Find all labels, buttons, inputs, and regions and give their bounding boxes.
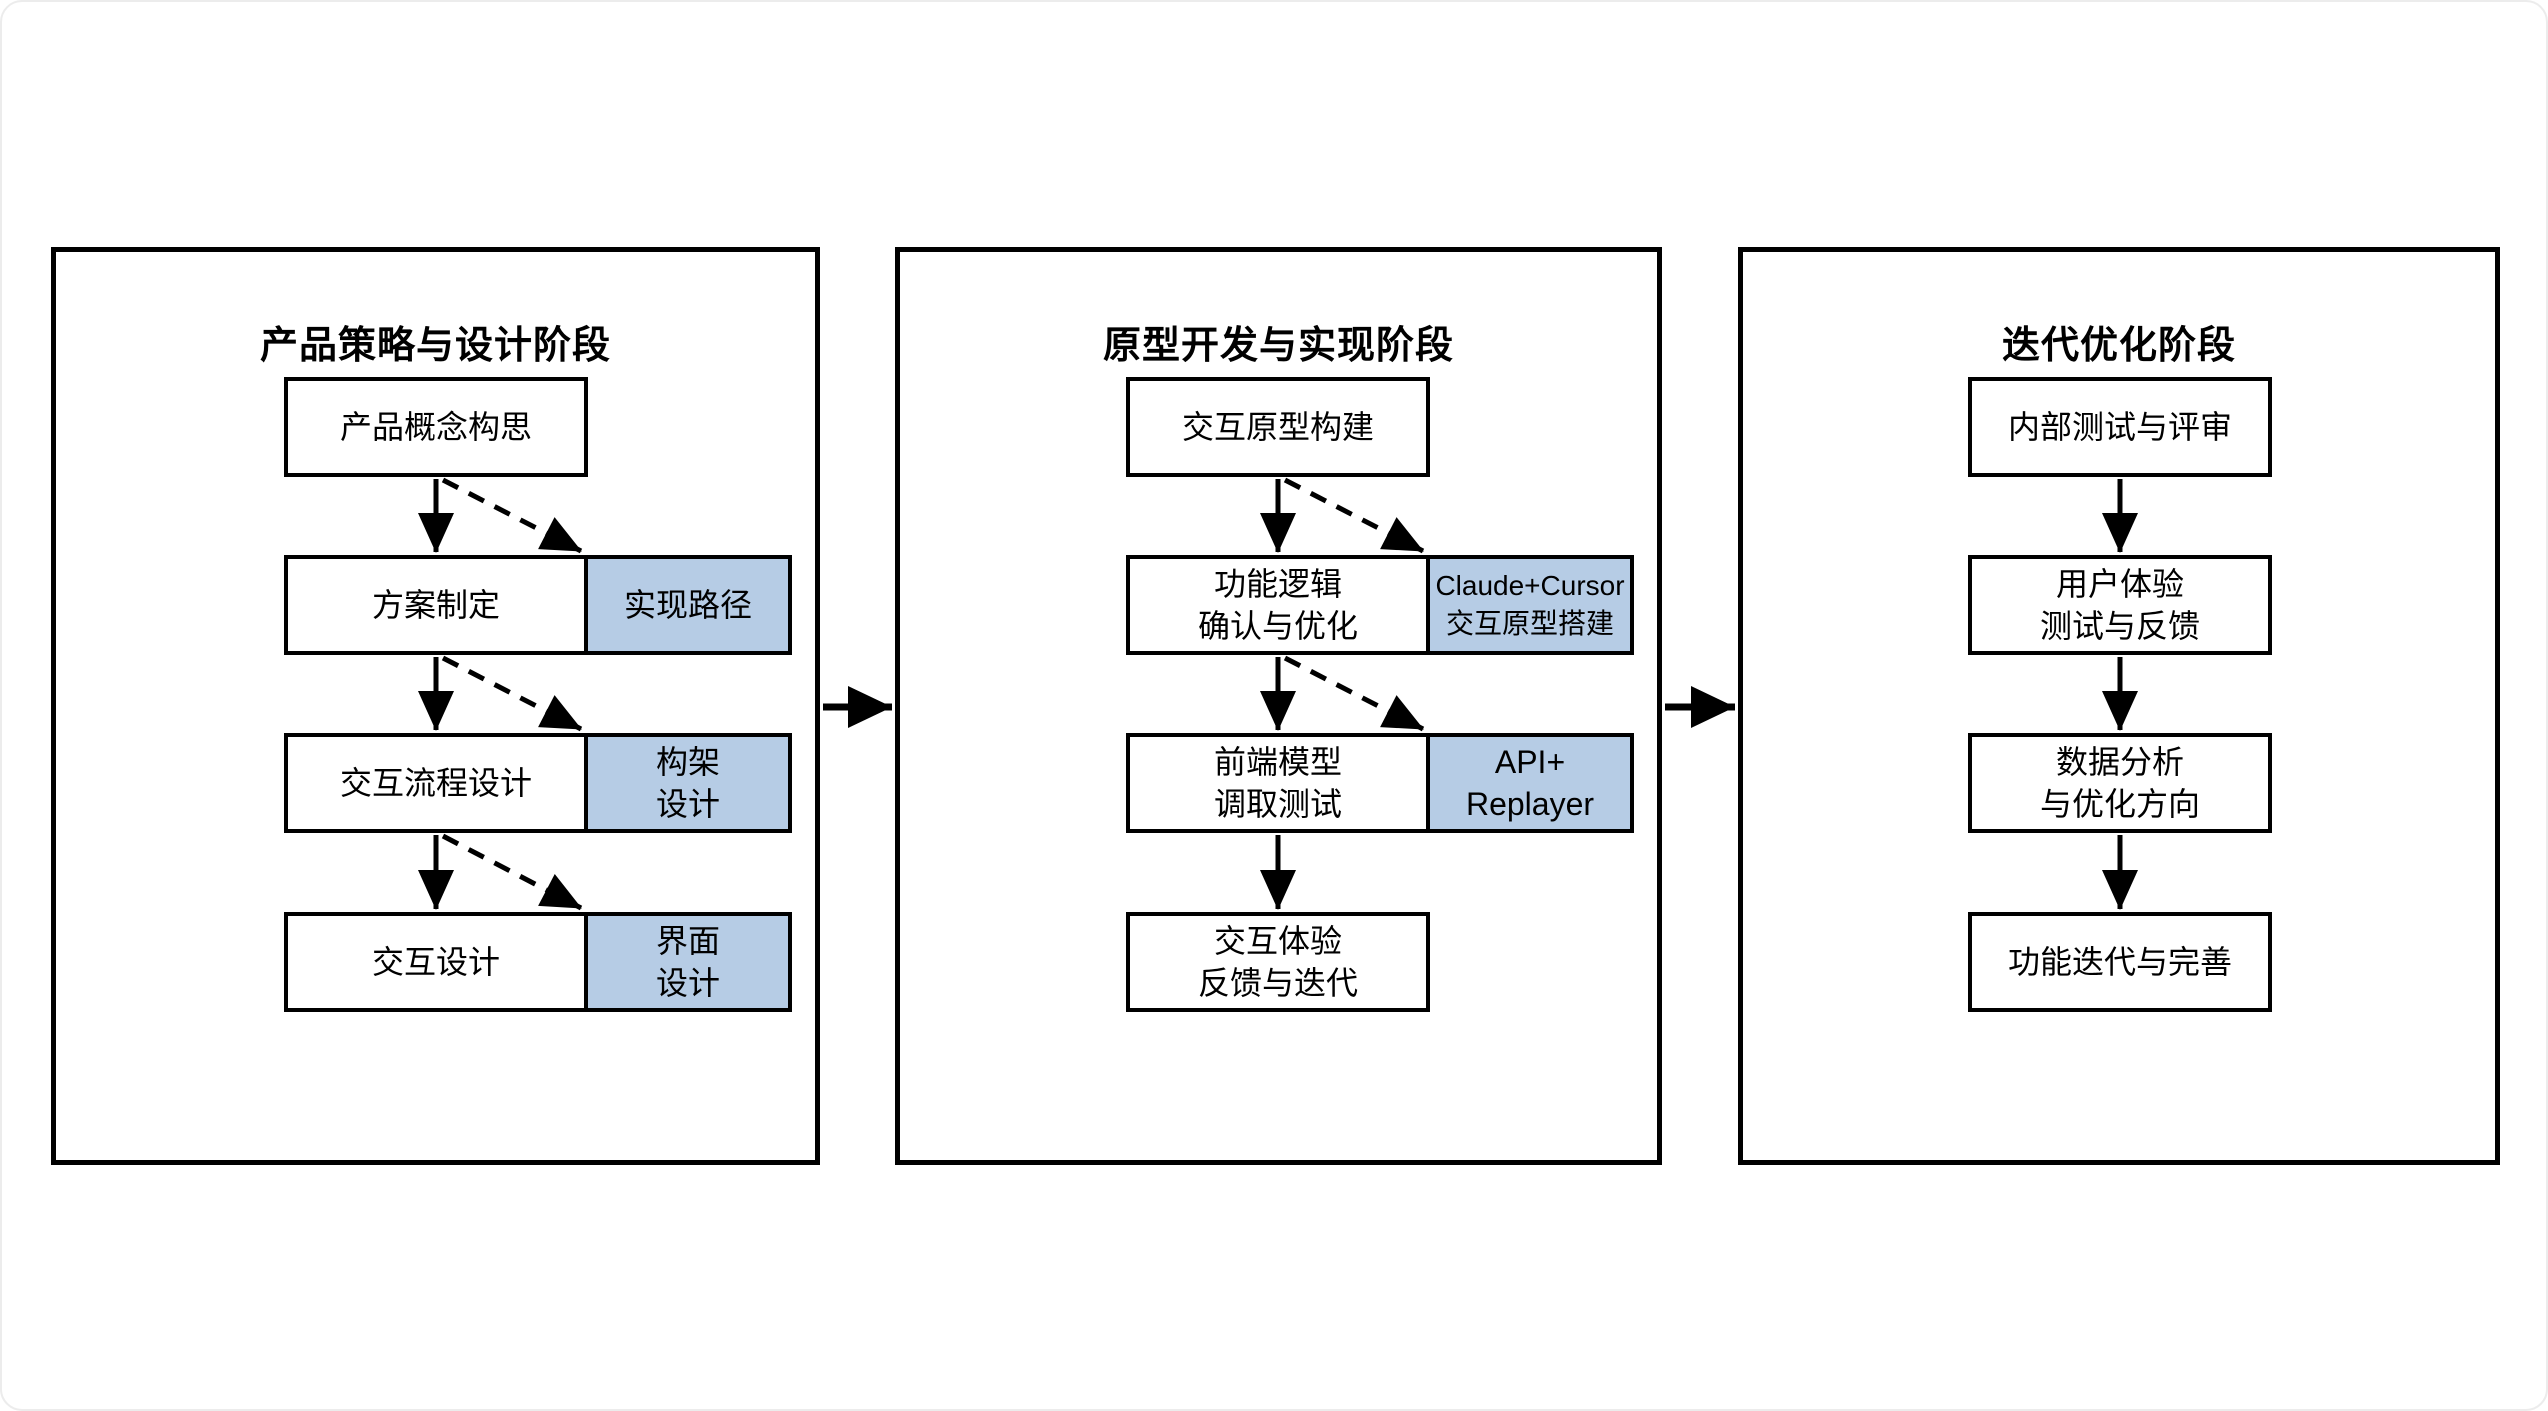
step-internal-test-review: 内部测试与评审 <box>1968 377 2272 477</box>
step-feature-iteration: 功能迭代与完善 <box>1968 912 2272 1012</box>
step-data-analysis: 数据分析 与优化方向 <box>1968 733 2272 833</box>
panel-title-prototype-dev: 原型开发与实现阶段 <box>1102 324 1454 367</box>
step-experience-feedback: 交互体验 反馈与迭代 <box>1126 912 1430 1012</box>
panel-title-iteration: 迭代优化阶段 <box>2001 324 2236 367</box>
step-function-logic: 功能逻辑 确认与优化 <box>1126 555 1430 655</box>
step-plan-formulation: 方案制定 <box>284 555 588 655</box>
step-interaction-design: 交互设计 <box>284 912 588 1012</box>
step-frontend-model-test: 前端模型 调取测试 <box>1126 733 1430 833</box>
step-interaction-flow-design: 交互流程设计 <box>284 733 588 833</box>
annex-ui-design: 界面 设计 <box>584 912 792 1012</box>
step-prototype-build: 交互原型构建 <box>1126 377 1430 477</box>
annex-implementation-path: 实现路径 <box>584 555 792 655</box>
panel-title-strategy-design: 产品策略与设计阶段 <box>259 324 611 367</box>
annex-architecture-design: 构架 设计 <box>584 733 792 833</box>
annex-api-replayer: API+ Replayer <box>1426 733 1634 833</box>
step-ux-test-feedback: 用户体验 测试与反馈 <box>1968 555 2272 655</box>
step-product-concept: 产品概念构思 <box>284 377 588 477</box>
annex-claude-cursor: Claude+Cursor 交互原型搭建 <box>1426 555 1634 655</box>
